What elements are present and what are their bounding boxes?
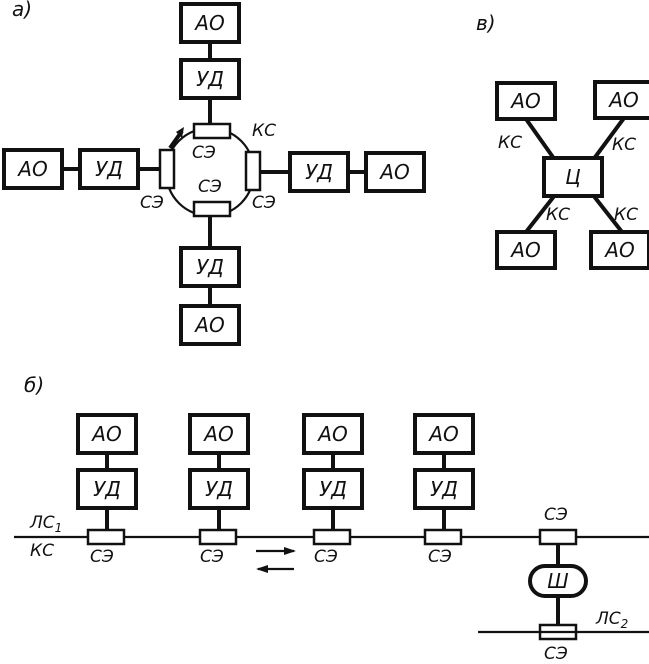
spoke-bottom-right (591, 193, 624, 234)
ao-label: АО (90, 422, 121, 446)
ao-box-bus-1 (76, 413, 138, 455)
ud-label: УД (305, 160, 333, 184)
ud-label: УД (430, 477, 458, 501)
ao-box-top (179, 2, 241, 44)
ks-label-star: КС (614, 205, 638, 225)
ud-label: УД (205, 477, 233, 501)
ao-box-bus-4 (413, 413, 475, 455)
rotation-arrowhead (176, 127, 184, 138)
se-bottom (192, 200, 232, 218)
spoke-top-right (591, 116, 626, 162)
ao-box-star-tr (593, 80, 649, 120)
ud-box-bottom (179, 246, 241, 288)
ao-box-bus-3 (302, 413, 364, 455)
ao-label: АО (607, 88, 638, 112)
ao-label: АО (16, 157, 47, 181)
se-label-bottom: СЭ (198, 177, 222, 197)
se-label: СЭ (200, 547, 224, 567)
ao-label: АО (316, 422, 347, 446)
bus-topology: б) ЛС1 КС АО УД СЭ АО УД СЭ АО УД (14, 373, 649, 664)
ao-label: АО (202, 422, 233, 446)
ao-label: АО (509, 89, 540, 113)
ao-label: АО (603, 238, 634, 262)
ls1-label: ЛС1 (29, 513, 62, 535)
spoke-top-left (524, 117, 557, 162)
se-label-top: СЭ (192, 143, 216, 163)
ao-box-star-bl (495, 230, 557, 270)
ao-box-bottom (179, 304, 241, 346)
se-label-left: СЭ (140, 193, 164, 213)
se-label: СЭ (544, 505, 568, 525)
se-label: СЭ (544, 644, 568, 664)
ao-box-star-br (589, 230, 649, 270)
se-bus-3 (312, 528, 352, 546)
ks-label-ring: КС (252, 121, 276, 141)
panel-label-c: в) (476, 11, 496, 35)
panel-label-a: а) (12, 0, 32, 21)
ao-label: АО (427, 422, 458, 446)
ring-topology: а) АО УД СЭ КС АО УД СЭ СЭ УД АО (2, 0, 426, 346)
center-box (542, 156, 604, 198)
ao-box-star-tl (495, 81, 557, 121)
panel-label-b: б) (24, 373, 44, 397)
spoke-bottom-left (524, 193, 557, 234)
ao-label: АО (378, 160, 409, 184)
ud-box-right (288, 151, 350, 193)
se-label: СЭ (428, 547, 452, 567)
ud-box-top (179, 58, 241, 100)
ud-box-bus-1 (76, 468, 138, 510)
se-label: СЭ (90, 547, 114, 567)
se-right (244, 150, 262, 192)
se-label-right: СЭ (252, 193, 276, 213)
se-bridge-top (538, 528, 578, 546)
ks-label-star: КС (498, 133, 522, 153)
ks-label-star: КС (546, 205, 570, 225)
ks-label-star: КС (612, 135, 636, 155)
ao-box-right (364, 151, 426, 193)
ud-label: УД (319, 477, 347, 501)
se-bus-1 (86, 528, 126, 546)
arrowhead-left (256, 565, 268, 573)
se-left (158, 148, 176, 190)
ud-label: УД (196, 255, 224, 279)
ud-label: УД (196, 67, 224, 91)
ao-box-bus-2 (188, 413, 250, 455)
arrowhead-right (284, 547, 296, 555)
ao-label: АО (193, 11, 224, 35)
ud-box-bus-2 (188, 468, 250, 510)
ls2-label: ЛС2 (595, 609, 628, 631)
ao-label: АО (509, 238, 540, 262)
se-bus-2 (198, 528, 238, 546)
se-top (192, 122, 232, 140)
ud-label: УД (95, 157, 123, 181)
se-label: СЭ (314, 547, 338, 567)
bridge-label: Ш (547, 569, 568, 593)
ud-label: УД (93, 477, 121, 501)
ud-box-bus-3 (302, 468, 364, 510)
star-topology: в) АО АО Ц АО АО КС КС КС КС (476, 11, 649, 270)
ao-label: АО (193, 313, 224, 337)
ks-label-bus: КС (30, 541, 54, 561)
se-bus-4 (423, 528, 463, 546)
center-label: Ц (565, 165, 581, 189)
